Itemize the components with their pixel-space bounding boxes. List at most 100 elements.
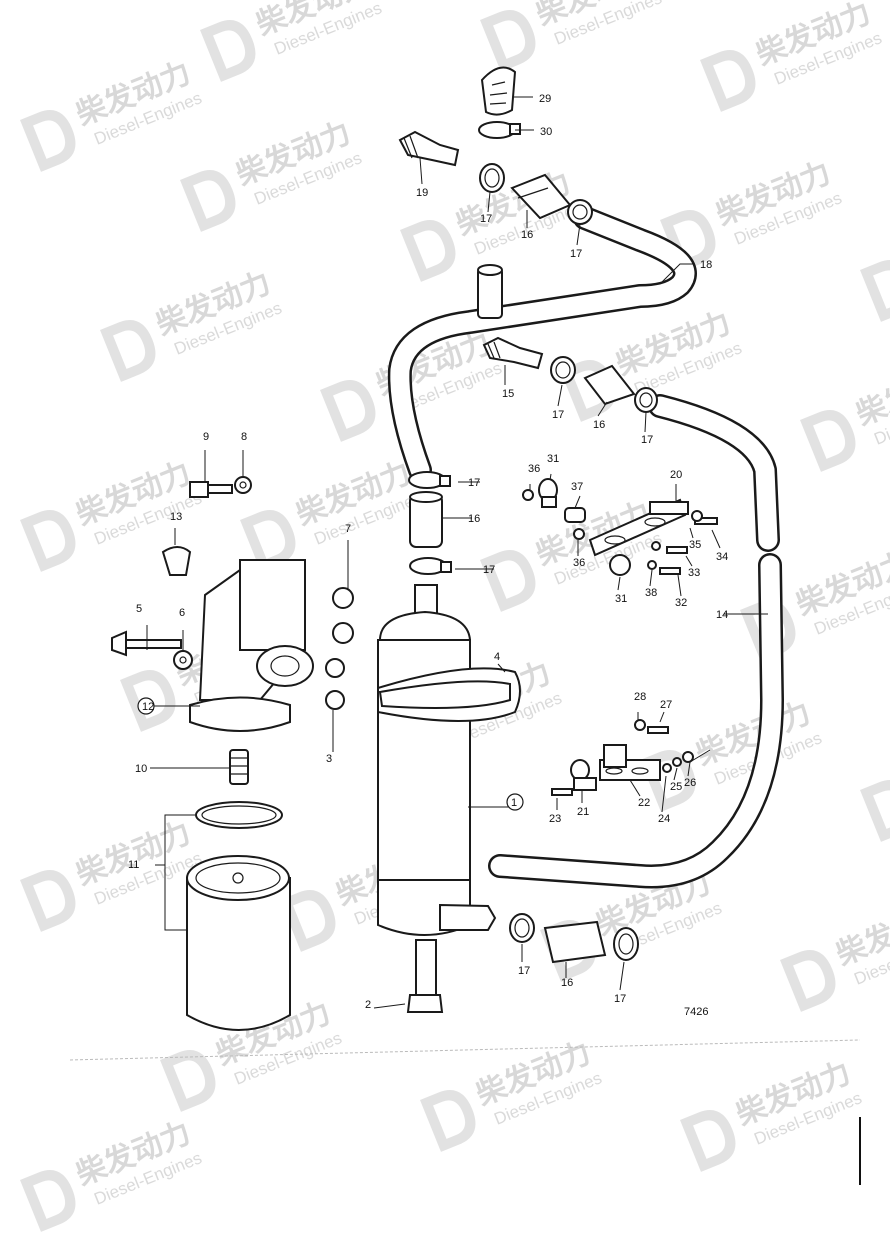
small-hardware xyxy=(522,489,718,796)
callout-c36b: 36 xyxy=(573,557,585,569)
clamp-17-mid-b xyxy=(634,387,658,413)
bottom-rule xyxy=(69,1039,861,1061)
callout-c1: 1 xyxy=(511,797,517,809)
leader-line xyxy=(497,663,506,673)
leader-line xyxy=(659,711,665,723)
callout-c17a: 17 xyxy=(480,213,492,225)
leader-line xyxy=(619,961,625,991)
callout-c6: 6 xyxy=(179,607,185,619)
nipple-10 xyxy=(229,749,249,785)
callout-circle xyxy=(137,697,155,715)
callout-c17e: 17 xyxy=(468,477,480,489)
callout-c10: 10 xyxy=(135,763,147,775)
leader-line xyxy=(487,191,491,213)
callout-c38: 38 xyxy=(645,587,657,599)
bolt-9 xyxy=(189,481,233,498)
elbow-29 xyxy=(480,66,517,116)
leader-line xyxy=(673,767,678,781)
drawing-number: 7426 xyxy=(684,1006,708,1018)
bracket-20 xyxy=(588,498,689,557)
callout-c16c: 16 xyxy=(468,513,480,525)
clamp-17-mid-a xyxy=(550,356,576,384)
pipe-stub xyxy=(477,264,503,319)
hose-14 xyxy=(488,394,784,889)
leader-line xyxy=(155,814,195,931)
callout-c32: 32 xyxy=(675,597,687,609)
leader-line xyxy=(711,529,721,549)
washer-8 xyxy=(234,476,252,494)
callout-c3: 3 xyxy=(326,753,332,765)
callout-c35: 35 xyxy=(689,539,701,551)
clamp-17-col-bottom xyxy=(409,557,452,575)
leader-line xyxy=(549,473,552,481)
callout-c16b: 16 xyxy=(593,419,605,431)
callout-c17d: 17 xyxy=(641,434,653,446)
callout-c11: 11 xyxy=(128,859,139,871)
callout-c20: 20 xyxy=(670,469,682,481)
clamp-17-bottom-b xyxy=(613,927,639,961)
leader-line xyxy=(649,569,653,587)
callout-c4: 4 xyxy=(494,651,500,663)
callout-c17f: 17 xyxy=(483,564,495,576)
spacer-37 xyxy=(564,507,586,523)
outlet-pipe xyxy=(439,903,497,931)
callout-c14: 14 xyxy=(716,609,728,621)
clamp-17-col-top xyxy=(408,471,451,489)
callout-c17b: 17 xyxy=(570,248,582,260)
nipple-15 xyxy=(482,336,544,370)
strap-4 xyxy=(377,667,521,722)
callout-c17c: 17 xyxy=(552,409,564,421)
bolt-5 xyxy=(111,630,182,657)
leader-line xyxy=(576,223,581,246)
callout-c7: 7 xyxy=(345,523,351,535)
callout-c36a: 36 xyxy=(528,463,540,475)
callout-c27: 27 xyxy=(660,699,672,711)
callout-c17h: 17 xyxy=(614,993,626,1005)
callout-c34: 34 xyxy=(716,551,728,563)
hose-18 xyxy=(387,206,697,482)
bracket-22 xyxy=(599,744,661,781)
callout-c9: 9 xyxy=(203,431,209,443)
nipple-19 xyxy=(398,130,460,167)
sleeve-16-bottom xyxy=(543,920,607,964)
leader-line xyxy=(373,1003,406,1009)
leader-line xyxy=(557,384,563,407)
clamp-17-top-right xyxy=(567,199,593,225)
leader-lines xyxy=(146,96,768,1009)
callout-c22: 22 xyxy=(638,797,650,809)
clip-21 xyxy=(570,759,597,791)
leader-line xyxy=(617,576,621,591)
callout-c19: 19 xyxy=(416,187,428,199)
leader-line xyxy=(687,749,711,777)
filter-head-12 xyxy=(189,559,314,732)
callout-c33: 33 xyxy=(688,567,700,579)
callout-c25: 25 xyxy=(670,781,682,793)
seal-ring-11 xyxy=(195,801,283,829)
leader-line xyxy=(644,411,647,433)
leader-line xyxy=(661,775,667,813)
clamp-17-bottom-a xyxy=(509,913,535,943)
leader-line xyxy=(574,495,581,509)
leader-line xyxy=(419,157,423,185)
callout-c8: 8 xyxy=(241,431,247,443)
callout-c18: 18 xyxy=(700,259,712,271)
leader-line xyxy=(597,401,608,417)
callout-circle xyxy=(506,793,524,811)
callout-c29: 29 xyxy=(539,93,551,105)
leader-line xyxy=(685,555,693,567)
callout-c15: 15 xyxy=(502,388,514,400)
callout-c24: 24 xyxy=(658,813,670,825)
